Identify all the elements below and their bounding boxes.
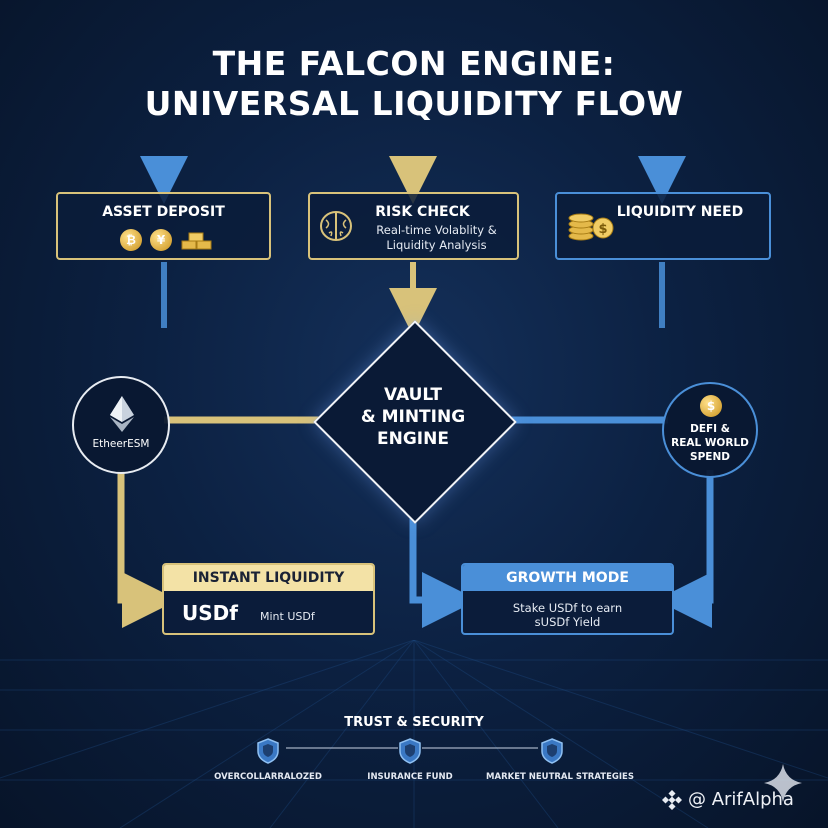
brain-icon (320, 211, 352, 241)
token-coin-icon: ¥ (150, 229, 172, 251)
floor-grid (0, 640, 828, 828)
liquidity-need-title: LIQUIDITY NEED (616, 204, 744, 220)
risk-check-title: RISK CHECK (375, 204, 470, 220)
vault-line1: VAULT (383, 385, 443, 405)
coin-icon: $ (700, 395, 722, 417)
footer-item-overcollateralized: OVERCOLLARRALOZED (214, 772, 322, 782)
shield-icon (541, 738, 563, 764)
defi-label: DEFI & REAL WORLD SPEND (664, 422, 756, 464)
shield-icon (399, 738, 421, 764)
growth-mode-box: GROWTH MODE Stake USDf to earn sUSDf Yie… (461, 563, 674, 635)
gold-bars-icon (181, 232, 212, 250)
binance-logo-icon (662, 790, 682, 810)
footer-item-market-neutral: MARKET NEUTRAL STRATEGIES (486, 772, 634, 782)
growth-mode-title: GROWTH MODE (506, 570, 629, 586)
footer-item-insurance-fund: INSURANCE FUND (367, 772, 453, 782)
asset-deposit-title: ASSET DEPOSIT (102, 204, 225, 220)
instant-liquidity-box: INSTANT LIQUIDITY USDf Mint USDf (162, 563, 375, 635)
ethereum-icon (110, 396, 134, 432)
sparkle-icon (764, 764, 802, 802)
usdf-token-label: USDf (182, 601, 238, 625)
shield-icon (257, 738, 279, 764)
vault-line3: ENGINE (377, 429, 449, 449)
risk-check-line1: Real-time Volablity & (376, 223, 497, 237)
coin-stack-icon: $ (568, 213, 614, 241)
trust-security-heading: TRUST & SECURITY (344, 715, 484, 730)
defi-line1: DEFI & (690, 423, 730, 435)
bitcoin-icon: ₿ (120, 229, 142, 251)
ethereum-node: EtheerESM (72, 376, 170, 474)
svg-text:$: $ (598, 222, 607, 237)
growth-mode-line2: sUSDf Yield (534, 615, 601, 629)
instant-liquidity-header (164, 565, 373, 591)
instant-liquidity-title: INSTANT LIQUIDITY (192, 570, 345, 586)
page-title-line2: UNIVERSAL LIQUIDITY FLOW (144, 84, 684, 123)
mint-usdf-note: Mint USDf (260, 610, 315, 623)
defi-line2: REAL WORLD (671, 437, 749, 449)
page-title-line1: THE FALCON ENGINE: (212, 44, 616, 83)
defi-line3: SPEND (690, 451, 730, 463)
liquidity-need-box: $ LIQUIDITY NEED (555, 192, 771, 260)
ethereum-label: EtheerESM (92, 438, 150, 450)
risk-check-line2: Liquidity Analysis (386, 238, 487, 252)
vault-line2: & MINTING (360, 407, 466, 427)
watermark-handle: @ ArifAlpha (688, 789, 794, 810)
growth-mode-header (463, 565, 672, 591)
defi-node: $ DEFI & REAL WORLD SPEND (662, 382, 758, 478)
asset-deposit-box: ASSET DEPOSIT ₿ ¥ (56, 192, 271, 260)
growth-mode-line1: Stake USDf to earn (512, 601, 623, 615)
vault-label: VAULT & MINTING ENGINE (333, 384, 493, 450)
risk-check-box: RISK CHECK Real-time Volablity & Liquidi… (308, 192, 519, 260)
